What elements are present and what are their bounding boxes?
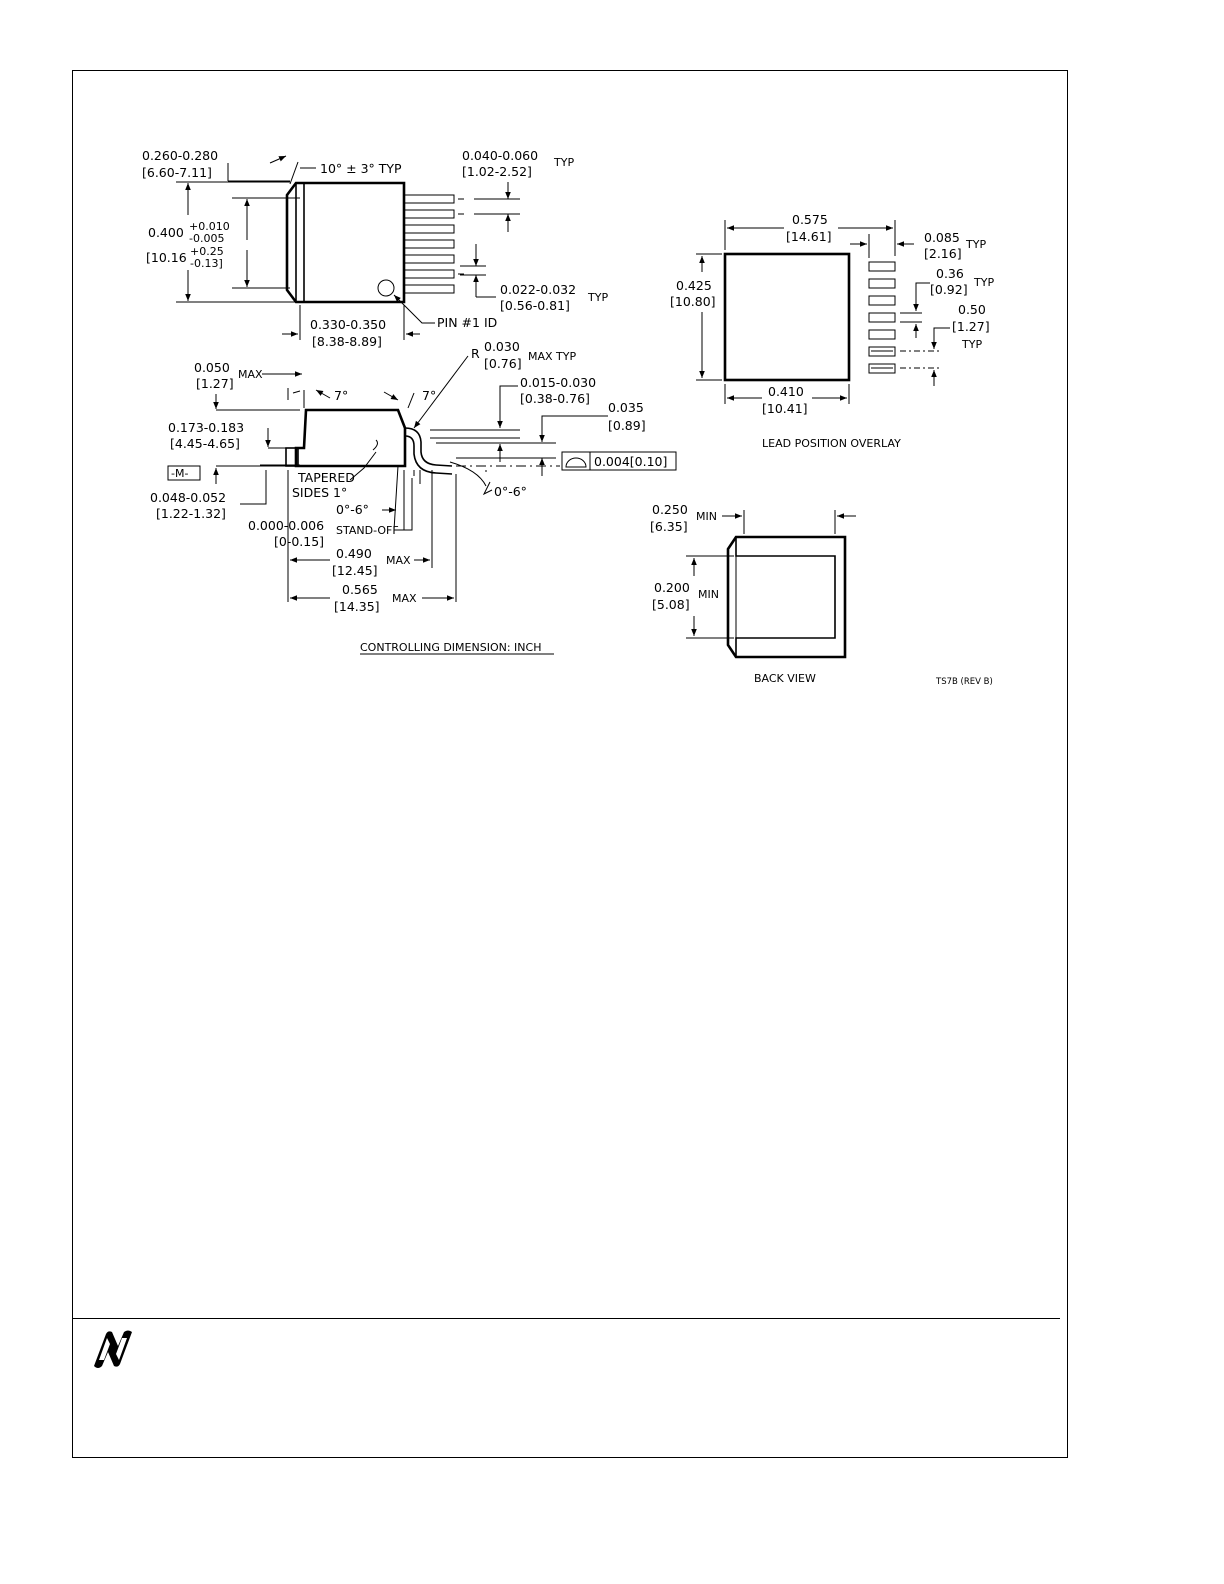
flatness-symbol [565,457,587,468]
page-frame [72,70,1068,1458]
tapered-label-2: SIDES 1° [292,485,347,500]
side-radius-dim-mm: [0.76] [484,356,522,371]
top-lead-width-typ: TYP [587,291,608,304]
side-length-490: 0.490 [336,546,372,561]
datum-label: -M- [171,467,188,480]
overlay-pads [868,261,896,374]
side-lead-len-dim: 0.035 [608,400,644,415]
overlay-pitch-typ: TYP [961,338,982,351]
side-view-lead [404,435,453,475]
top-lead-pitch-dim-mm: [1.02-2.52] [462,164,532,179]
back-height-dim: 0.200 [654,580,690,595]
side-inner-angle: 0°-6° [336,502,369,517]
side-body-height-dim-mm: [4.45-4.65] [170,436,240,451]
top-height-tol-plus: +0.010 [189,220,230,233]
back-view-tab [735,537,836,657]
side-lead-thick-dim-mm: [0.38-0.76] [520,391,590,406]
side-body-height-dim: 0.173-0.183 [168,420,244,435]
pin1-label: PIN #1 ID [437,315,497,330]
overlay-width-dim-mm: [14.61] [786,229,832,244]
side-tab-thick-dim-mm: [1.22-1.32] [156,506,226,521]
overlay-pad-w-dim: 0.36 [936,266,964,281]
pin1-marker [377,279,395,297]
top-view: 0.260-0.280 [6.60-7.11] 10° ± 3° TYP 0.0… [142,148,608,349]
top-angle-dim: 10° ± 3° TYP [320,161,402,176]
overlay-pad-len-typ: TYP [965,238,986,251]
side-angle-right: 7° [422,388,436,403]
company-logo-icon [94,1330,132,1368]
overlay-pitch-dim: 0.50 [958,302,986,317]
overlay-bottom-dim: 0.410 [768,384,804,399]
side-view: 0.050 [1.27] MAX 7° 7° R 0.030 [0.76] MA… [150,339,677,655]
side-standoff-dim-mm: [0-0.15] [274,534,324,549]
side-radius-prefix: R [471,346,480,361]
side-view-tab [285,447,299,467]
back-width-min: MIN [696,510,717,523]
side-standoff-label: STAND-OFF [336,524,399,537]
top-width-dim: 0.260-0.280 [142,148,218,163]
overlay-body [723,252,851,382]
side-radius-label: MAX TYP [528,350,576,363]
side-angle-left: 7° [334,388,348,403]
drawing-id: TS7B (REV B) [935,677,993,687]
overlay-pad-len-dim: 0.085 [924,230,960,245]
back-view-body [726,535,847,659]
back-width-dim: 0.250 [652,502,688,517]
top-lead-pitch-typ: TYP [553,156,574,169]
side-max-dim: 0.050 [194,360,230,375]
back-view-caption: BACK VIEW [754,672,816,685]
side-length-565-max: MAX [392,592,417,605]
flatness-value: 0.004[0.10] [594,454,667,469]
side-standoff-dim: 0.000-0.006 [248,518,324,533]
side-length-565: 0.565 [342,582,378,597]
top-view-leads [403,194,455,294]
overlay-height-dim: 0.425 [676,278,712,293]
back-height-dim-mm: [5.08] [652,597,690,612]
side-length-490-mm: [12.45] [332,563,378,578]
side-max-label: MAX [238,368,263,381]
top-width-dim-mm: [6.60-7.11] [142,165,212,180]
side-lead-angle: 0°-6° [494,484,527,499]
overlay-pad-len-dim-mm: [2.16] [924,246,962,261]
side-lead-thick-dim: 0.015-0.030 [520,375,596,390]
back-width-dim-mm: [6.35] [650,519,688,534]
overlay-caption: LEAD POSITION OVERLAY [762,437,901,450]
top-lead-width-dim: 0.022-0.032 [500,282,576,297]
overlay-pad-w-typ: TYP [973,276,994,289]
side-radius-dim: 0.030 [484,339,520,354]
side-length-490-max: MAX [386,554,411,567]
side-view-body [294,408,407,468]
overlay-width-dim: 0.575 [792,212,828,227]
top-lead-pitch-dim: 0.040-0.060 [462,148,538,163]
top-lead-width-dim-mm: [0.56-0.81] [500,298,570,313]
tapered-label-1: TAPERED [297,470,355,485]
top-height-tol-minus-mm: -0.13] [190,257,223,270]
top-body-length-dim-mm: [8.38-8.89] [312,334,382,349]
footer-divider [72,1318,1060,1319]
back-view: 0.250 [6.35] MIN 0.200 [5.08] MIN BACK V… [650,502,993,687]
side-max-dim-mm: [1.27] [196,376,234,391]
side-lead-len-dim-mm: [0.89] [608,418,646,433]
side-length-565-mm: [14.35] [334,599,380,614]
overlay-bottom-dim-mm: [10.41] [762,401,808,416]
back-height-min: MIN [698,588,719,601]
overlay-pitch-dim-mm: [1.27] [952,319,990,334]
top-body-length-dim: 0.330-0.350 [310,317,386,332]
top-height-base: 0.400 [148,225,184,240]
side-tab-thick-dim: 0.048-0.052 [150,490,226,505]
overlay-pad-w-dim-mm: [0.92] [930,282,968,297]
top-height-tol-minus: -0.005 [189,232,224,245]
controlling-dimension-note: CONTROLLING DIMENSION: INCH [360,641,541,654]
flatness-frame [561,451,677,471]
overlay-height-dim-mm: [10.80] [670,294,716,309]
side-view-lead [404,427,453,467]
overlay-view: 0.575 [14.61] 0.425 [10.80] 0.410 [10.41… [670,212,994,450]
datum-frame [167,465,201,481]
top-height-tol-plus-mm: +0.25 [190,245,224,258]
top-height-base-mm: [10.16 [146,250,187,265]
